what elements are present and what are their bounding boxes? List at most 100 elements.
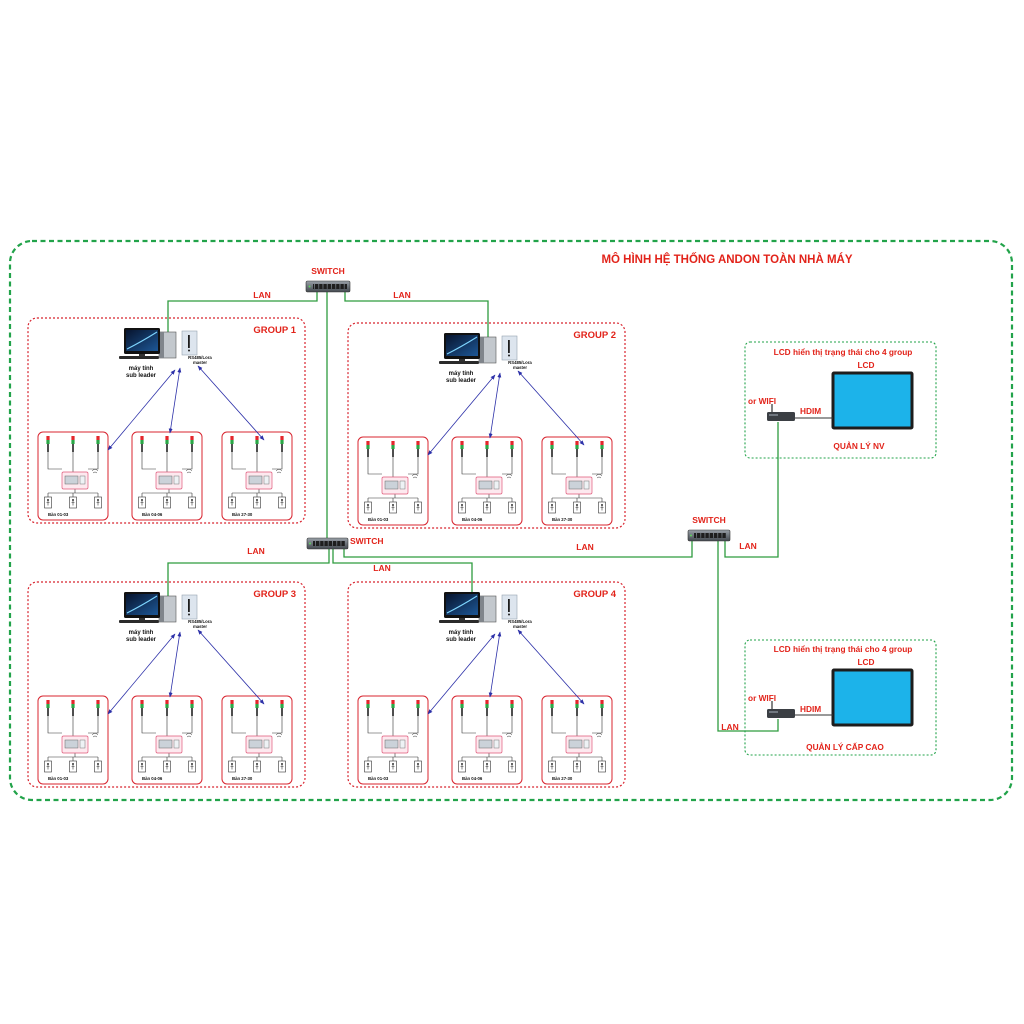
node-antenna-module xyxy=(493,480,500,490)
andon-tower-light-icon xyxy=(391,441,395,457)
operator-head xyxy=(166,499,168,501)
tower-light-green xyxy=(165,704,169,708)
operator-head xyxy=(97,763,99,765)
wireless-signal-icon xyxy=(505,733,513,738)
station-cluster-label: Bàn 27-30 xyxy=(552,517,573,522)
tower-light-green xyxy=(416,445,420,449)
operator-body xyxy=(71,501,75,506)
workstation-icon xyxy=(44,760,52,773)
operator-head xyxy=(576,504,578,506)
lan-link-management-display xyxy=(717,541,779,732)
pc-tower-front xyxy=(479,337,484,363)
tower-light-red xyxy=(416,700,420,704)
andon-tower-light-icon xyxy=(391,700,395,716)
operator-body xyxy=(600,506,604,511)
station-cluster-label: Bàn 01-03 xyxy=(48,512,69,517)
operator-body xyxy=(71,765,75,770)
workstation-icon xyxy=(138,496,146,509)
station-wiring xyxy=(461,494,513,502)
workstation-icon xyxy=(414,760,422,773)
tower-light-green xyxy=(230,704,234,708)
lan-labels: LAN LAN LAN LAN LAN LAN LAN xyxy=(247,290,756,732)
andon-tower-light-icon xyxy=(46,436,50,452)
tower-light-green xyxy=(366,445,370,449)
tower-wiring xyxy=(551,457,603,477)
tower-pole xyxy=(47,444,49,452)
operator-head xyxy=(461,763,463,765)
tower-pole xyxy=(601,449,603,457)
tower-pole xyxy=(72,708,74,716)
tower-pole xyxy=(601,708,603,716)
operator-body xyxy=(460,765,464,770)
tower-light-green xyxy=(366,704,370,708)
tower-pole xyxy=(97,444,99,452)
tower-light-red xyxy=(140,700,144,704)
display-management: LCD hiển thị trạng thái cho 4 group LCD … xyxy=(744,639,937,756)
tower-pole xyxy=(486,449,488,457)
tower-light-green xyxy=(255,704,259,708)
tower-light-green xyxy=(96,704,100,708)
tower-wiring xyxy=(461,716,513,736)
group-label: GROUP 1 xyxy=(253,325,296,336)
tower-light-red xyxy=(550,441,554,445)
tower-pole xyxy=(417,708,419,716)
tower-pole xyxy=(141,708,143,716)
rs485-lora-master-icon xyxy=(181,594,198,620)
operator-head xyxy=(551,763,553,765)
station-cluster-label: Bàn 27-30 xyxy=(552,776,573,781)
tower-wiring xyxy=(141,452,193,472)
display-device-label: LCD xyxy=(857,657,874,667)
tower-light-green xyxy=(416,704,420,708)
station-cluster-3: Bàn 27-30 xyxy=(221,431,293,521)
station-wiring xyxy=(367,494,419,502)
lan-link-group-3 xyxy=(167,549,330,597)
tower-light-red xyxy=(280,436,284,440)
operator-body xyxy=(96,765,100,770)
node-module xyxy=(384,739,399,749)
station-cluster-label: Bàn 27-30 xyxy=(232,776,253,781)
switch-label-top: SWITCH xyxy=(311,266,345,276)
tower-light-red xyxy=(96,700,100,704)
operator-head xyxy=(166,763,168,765)
station-cluster-label: Bàn 04-06 xyxy=(462,776,483,781)
wireless-signal-icon xyxy=(275,469,283,474)
tower-light-red xyxy=(391,441,395,445)
operator-head xyxy=(47,499,49,501)
node-antenna-module xyxy=(79,475,86,485)
station-wiring xyxy=(367,753,419,761)
tower-light-red xyxy=(190,700,194,704)
operator-body xyxy=(575,506,579,511)
master-led xyxy=(188,613,190,616)
workstation-icon xyxy=(69,760,77,773)
operator-body xyxy=(485,765,489,770)
workstation-icon xyxy=(163,760,171,773)
operator-head xyxy=(601,504,603,506)
wireless-link-arrow xyxy=(107,633,176,715)
operator-body xyxy=(230,765,234,770)
master-antenna xyxy=(188,335,190,348)
station-cluster-1: Bàn 01-03 xyxy=(357,695,429,785)
tower-light-green xyxy=(71,440,75,444)
display-box-border xyxy=(744,639,937,756)
workstation-icon xyxy=(163,496,171,509)
operator-head xyxy=(576,763,578,765)
tower-wiring xyxy=(231,452,283,472)
station-wiring xyxy=(231,489,283,497)
tower-light-green xyxy=(96,440,100,444)
wireless-signal-icon xyxy=(185,733,193,738)
network-switch-icon xyxy=(687,529,731,542)
node-module xyxy=(248,739,263,749)
keyboard xyxy=(439,620,479,623)
tower-light-green xyxy=(391,445,395,449)
tower-pole xyxy=(191,444,193,452)
tower-light-green xyxy=(600,445,604,449)
station-wiring xyxy=(551,753,603,761)
keyboard xyxy=(439,361,479,364)
operator-body xyxy=(190,501,194,506)
station-cluster-3: Bàn 27-30 xyxy=(541,695,613,785)
workstation-icon xyxy=(69,496,77,509)
desktop-computer-icon xyxy=(119,592,177,623)
operator-head xyxy=(551,504,553,506)
display-box-border xyxy=(744,341,937,459)
